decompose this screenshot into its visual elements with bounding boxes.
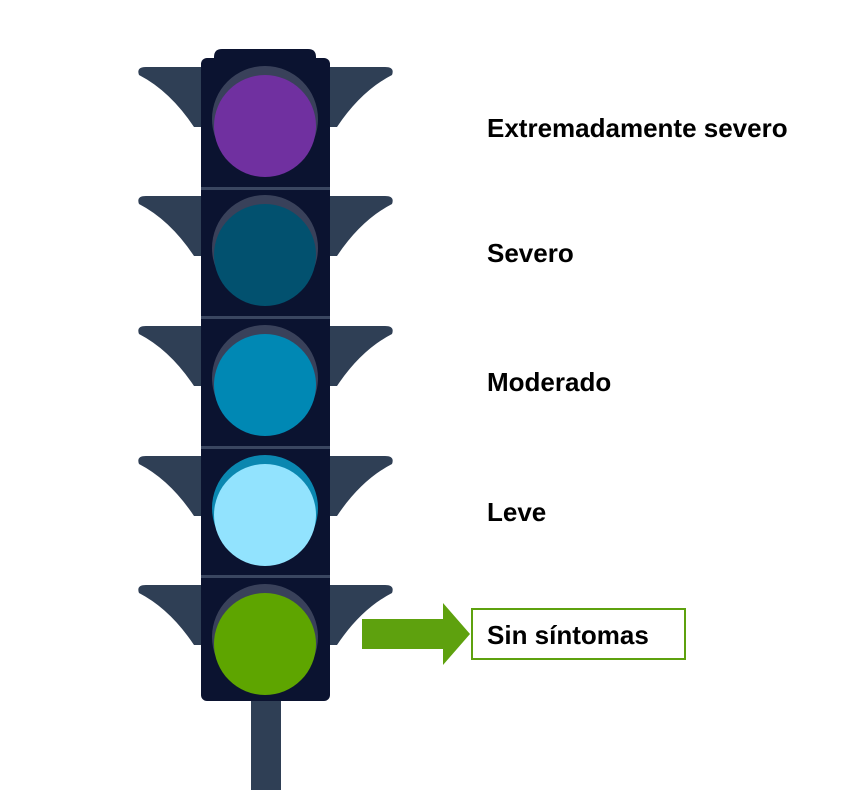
visor-left [138,456,202,516]
visor-right [329,456,393,516]
segment-divider [201,187,330,190]
visor-right [329,67,393,127]
lamp-5 [214,593,316,695]
visor-left [138,196,202,256]
level-label-extremadamente-severo: Extremadamente severo [487,113,788,143]
arrow-right-icon [362,603,470,665]
level-label-severo: Severo [487,238,574,268]
traffic-light-pole [251,698,281,790]
traffic-light-visors [138,67,393,645]
visor-right [329,326,393,386]
level-label-sin-sintomas: Sin síntomas [487,620,649,650]
segment-divider [201,575,330,578]
traffic-light-lamps [212,66,318,695]
visor-right [329,196,393,256]
visor-left [138,67,202,127]
lamp-1 [214,75,316,177]
visor-left [138,585,202,645]
lamp-3 [214,334,316,436]
segment-divider [201,446,330,449]
lamp-2 [214,204,316,306]
lamp-4 [214,464,316,566]
traffic-light-dividers [201,187,330,578]
segment-divider [201,316,330,319]
highlight-box [471,608,686,660]
visor-left [138,326,202,386]
visor-right [329,585,393,645]
level-label-moderado: Moderado [487,367,612,397]
level-label-leve: Leve [487,497,547,527]
